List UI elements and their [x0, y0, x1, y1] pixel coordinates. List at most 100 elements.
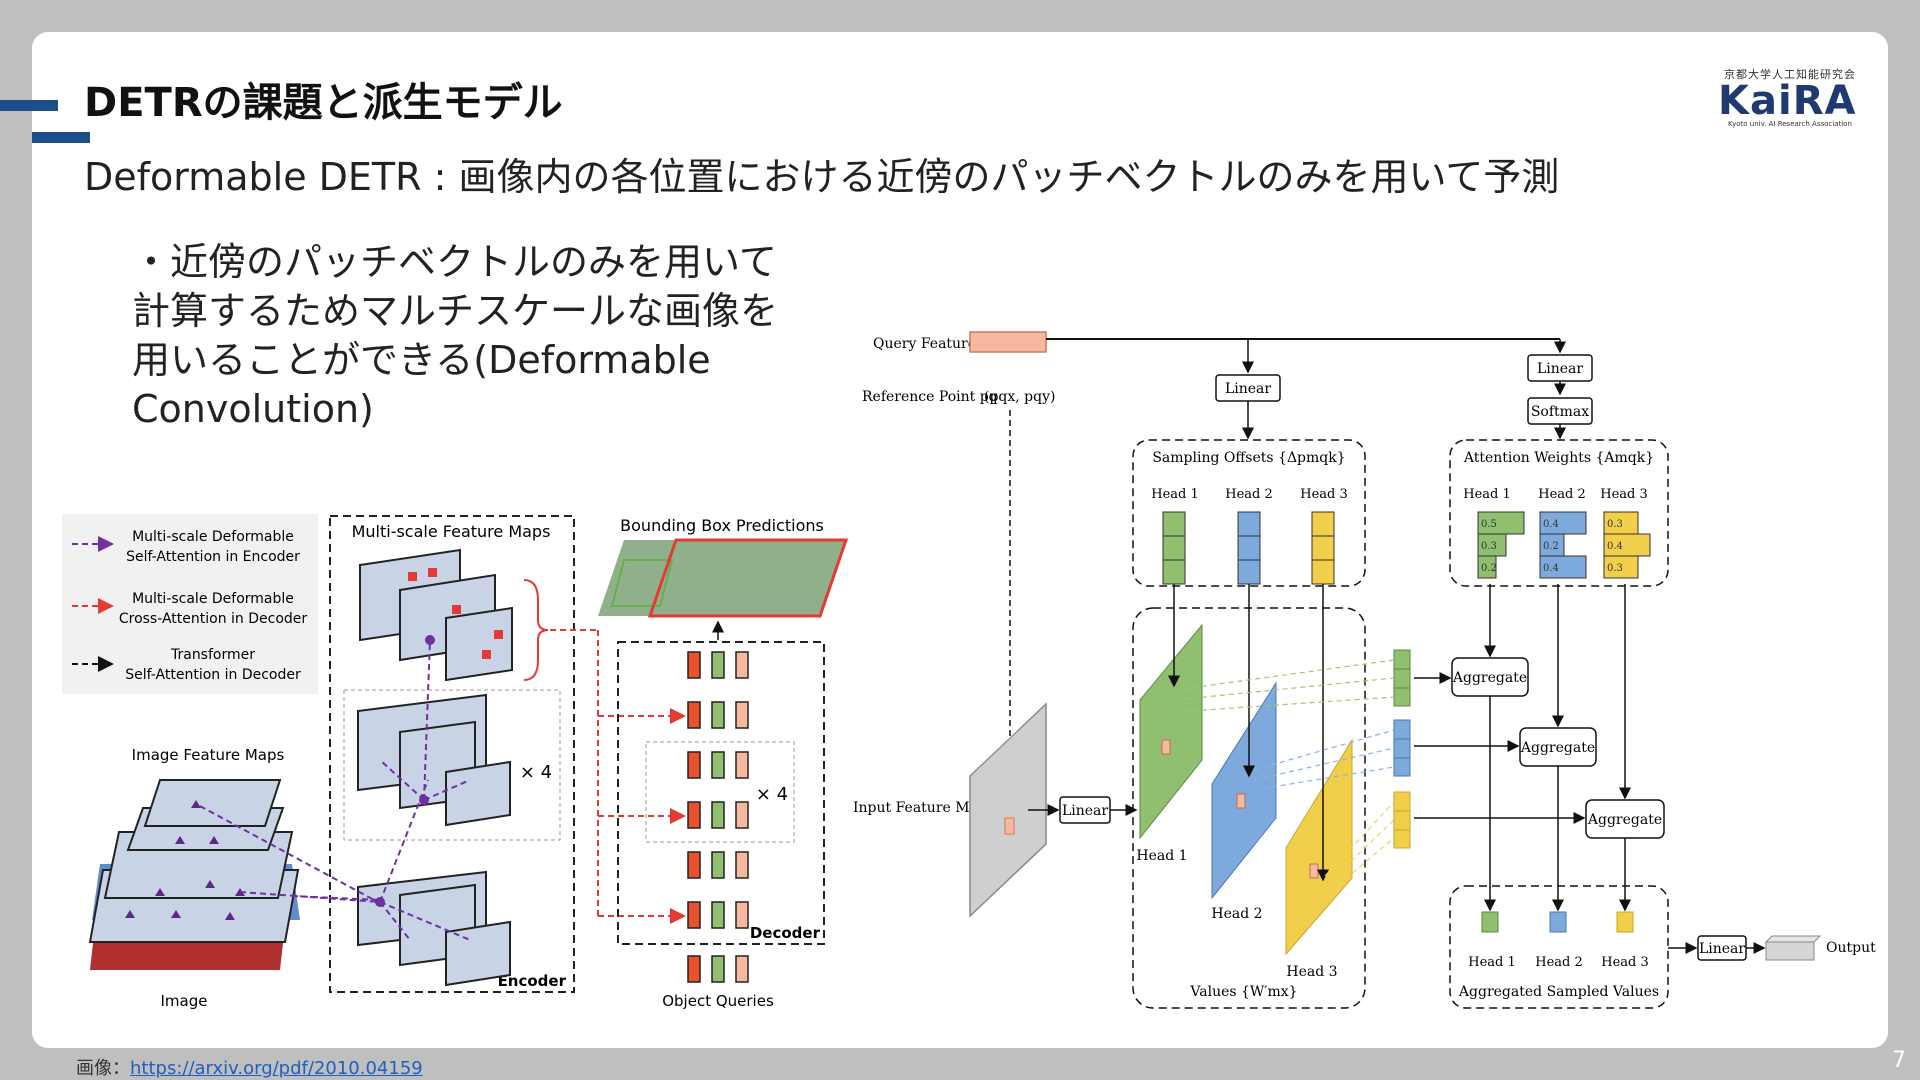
credit-link[interactable]: https://arxiv.org/pdf/2010.04159	[130, 1058, 423, 1079]
legend-transformer-line1: Transformer	[170, 647, 255, 663]
image-label: Image	[161, 992, 208, 1010]
svg-text:0.3: 0.3	[1607, 519, 1623, 530]
kaira-logo: 京都大学人工知能研究会 KaiRA Kyoto univ. AI Researc…	[1718, 66, 1874, 130]
svg-text:0.3: 0.3	[1481, 541, 1497, 552]
svg-text:0.4: 0.4	[1543, 563, 1559, 574]
values-label: Values {W′mx}	[1189, 984, 1297, 1000]
encoder-feature-stacks	[357, 548, 513, 987]
logo-main-text: KaiRA	[1718, 78, 1857, 124]
value-map-head1	[1139, 623, 1203, 840]
input-reference-cell	[1004, 817, 1015, 835]
input-feature-map-top	[970, 704, 1046, 776]
values-head1-label: Head 1	[1136, 848, 1187, 864]
reference-coords-label: (pqx, pqy)	[984, 389, 1055, 405]
logo-top-text: 京都大学人工知能研究会	[1724, 68, 1856, 81]
linear-output-label: Linear	[1699, 941, 1745, 957]
legend-transformer-line2: Self-Attention in Decoder	[125, 667, 301, 683]
decoder-times4: × 4	[756, 784, 788, 805]
credit-prefix: 画像：	[76, 1058, 130, 1079]
sampled-to-aggregate-arrows	[1414, 672, 1586, 824]
attention-weight-values: 0.5 0.3 0.2 0.4 0.2 0.4 0.3 0.4 0.3	[1481, 519, 1623, 574]
aggregated-cube-head3	[1616, 911, 1634, 933]
sampling-dashed-lines	[1174, 659, 1395, 897]
aggregated-head3-label: Head 3	[1601, 955, 1649, 970]
svg-text:0.2: 0.2	[1481, 563, 1497, 574]
svg-text:0.3: 0.3	[1607, 563, 1623, 574]
decoder-repeat-box	[645, 741, 795, 843]
aggregated-head1-label: Head 1	[1468, 955, 1516, 970]
feature-map-brace	[523, 579, 549, 681]
encoder-attention-arrows	[199, 639, 471, 941]
svg-text:0.4: 0.4	[1607, 541, 1623, 552]
encoder-box	[329, 515, 575, 993]
value-ref-head1	[1161, 739, 1171, 755]
aggregated-values-box	[1449, 885, 1669, 1009]
svg-text:0.2: 0.2	[1543, 541, 1559, 552]
attention-weight-bars	[1477, 511, 1651, 579]
attention-weights-box	[1449, 439, 1669, 587]
value-map-head2	[1211, 681, 1277, 900]
values-head2-label: Head 2	[1211, 906, 1262, 922]
offsets-head2-label: Head 2	[1225, 487, 1273, 502]
title-accent-bar	[32, 132, 90, 143]
bbox-green	[610, 559, 674, 607]
input-feature-map	[969, 702, 1047, 918]
linear-values-label: Linear	[1062, 803, 1108, 819]
offset-vectors	[1162, 511, 1335, 585]
query-feature-label: Query Feature zq	[873, 336, 997, 352]
decoder-label: Decoder	[750, 924, 821, 942]
aggregated-cube-head1	[1481, 911, 1499, 933]
bbox-predictions-label: Bounding Box Predictions	[620, 516, 824, 535]
weights-head3-label: Head 3	[1600, 487, 1648, 502]
encoder-times4: × 4	[520, 762, 552, 783]
offsets-head3-label: Head 3	[1300, 487, 1348, 502]
legend-decoder-cross-line1: Multi-scale Deformable	[132, 591, 294, 607]
left-accent-bar	[0, 100, 58, 111]
decoder-box	[617, 641, 825, 945]
page-number: 7	[1892, 1048, 1906, 1073]
bullet-line: 計算するためマルチスケールな画像を	[132, 289, 779, 333]
slide-title: DETRの課題と派生モデル	[84, 80, 563, 126]
svg-text:0.4: 0.4	[1543, 519, 1559, 530]
slide-subtitle: Deformable DETR : 画像内の各位置における近傍のパッチベクトルの…	[84, 155, 1560, 199]
bbox-red	[647, 538, 849, 618]
image-feature-map-4	[143, 779, 282, 827]
reference-point-label: Reference Point pq	[862, 389, 998, 405]
encoder-label: Encoder	[498, 972, 567, 990]
sampled-values-yellow	[1393, 791, 1411, 849]
sampled-values-blue	[1393, 719, 1411, 777]
value-ref-head3	[1309, 863, 1319, 879]
bullet-line: Convolution)	[132, 387, 374, 431]
logo-sub-text: Kyoto univ. AI Research Association	[1728, 120, 1852, 128]
legend-encoder-line2: Self-Attention in Encoder	[126, 549, 300, 565]
linear-offsets-label: Linear	[1225, 381, 1271, 397]
aggregate-label-2: Aggregate	[1520, 740, 1595, 756]
aggregated-cube-head2	[1549, 911, 1567, 933]
output-label: Output	[1826, 940, 1876, 956]
attention-weights-label: Attention Weights {Amqk}	[1463, 450, 1654, 466]
encoder-repeat-box	[343, 689, 561, 841]
query-feature-block	[969, 331, 1047, 353]
object-queries-label: Object Queries	[662, 992, 774, 1010]
slide-card	[32, 32, 1888, 1048]
linear-attn-label: Linear	[1537, 361, 1583, 377]
aggregate-label-3: Aggregate	[1587, 812, 1662, 828]
value-ref-head2	[1236, 793, 1246, 809]
aggregated-sampled-values-label: Aggregated Sampled Values	[1458, 984, 1659, 1000]
bullet-line: ・近傍のパッチベクトルのみを用いて	[132, 240, 777, 284]
weights-head2-label: Head 2	[1538, 487, 1586, 502]
decoder-token-columns	[687, 651, 749, 983]
input-feature-map-label: Input Feature Map x	[853, 800, 999, 816]
bullet-line: 用いることができる(Deformable	[132, 338, 711, 382]
reference-points-red	[408, 568, 503, 659]
legend-decoder-cross-line2: Cross-Attention in Decoder	[119, 611, 308, 627]
svg-text:0.5: 0.5	[1481, 519, 1497, 530]
output-block-top	[1764, 935, 1822, 943]
image-credit: 画像：https://arxiv.org/pdf/2010.04159	[76, 1054, 423, 1080]
sampled-values-green	[1393, 649, 1411, 707]
values-head3-label: Head 3	[1286, 964, 1337, 980]
sampling-offsets-label: Sampling Offsets {Δpmqk}	[1152, 450, 1345, 466]
offsets-head1-label: Head 1	[1151, 487, 1199, 502]
